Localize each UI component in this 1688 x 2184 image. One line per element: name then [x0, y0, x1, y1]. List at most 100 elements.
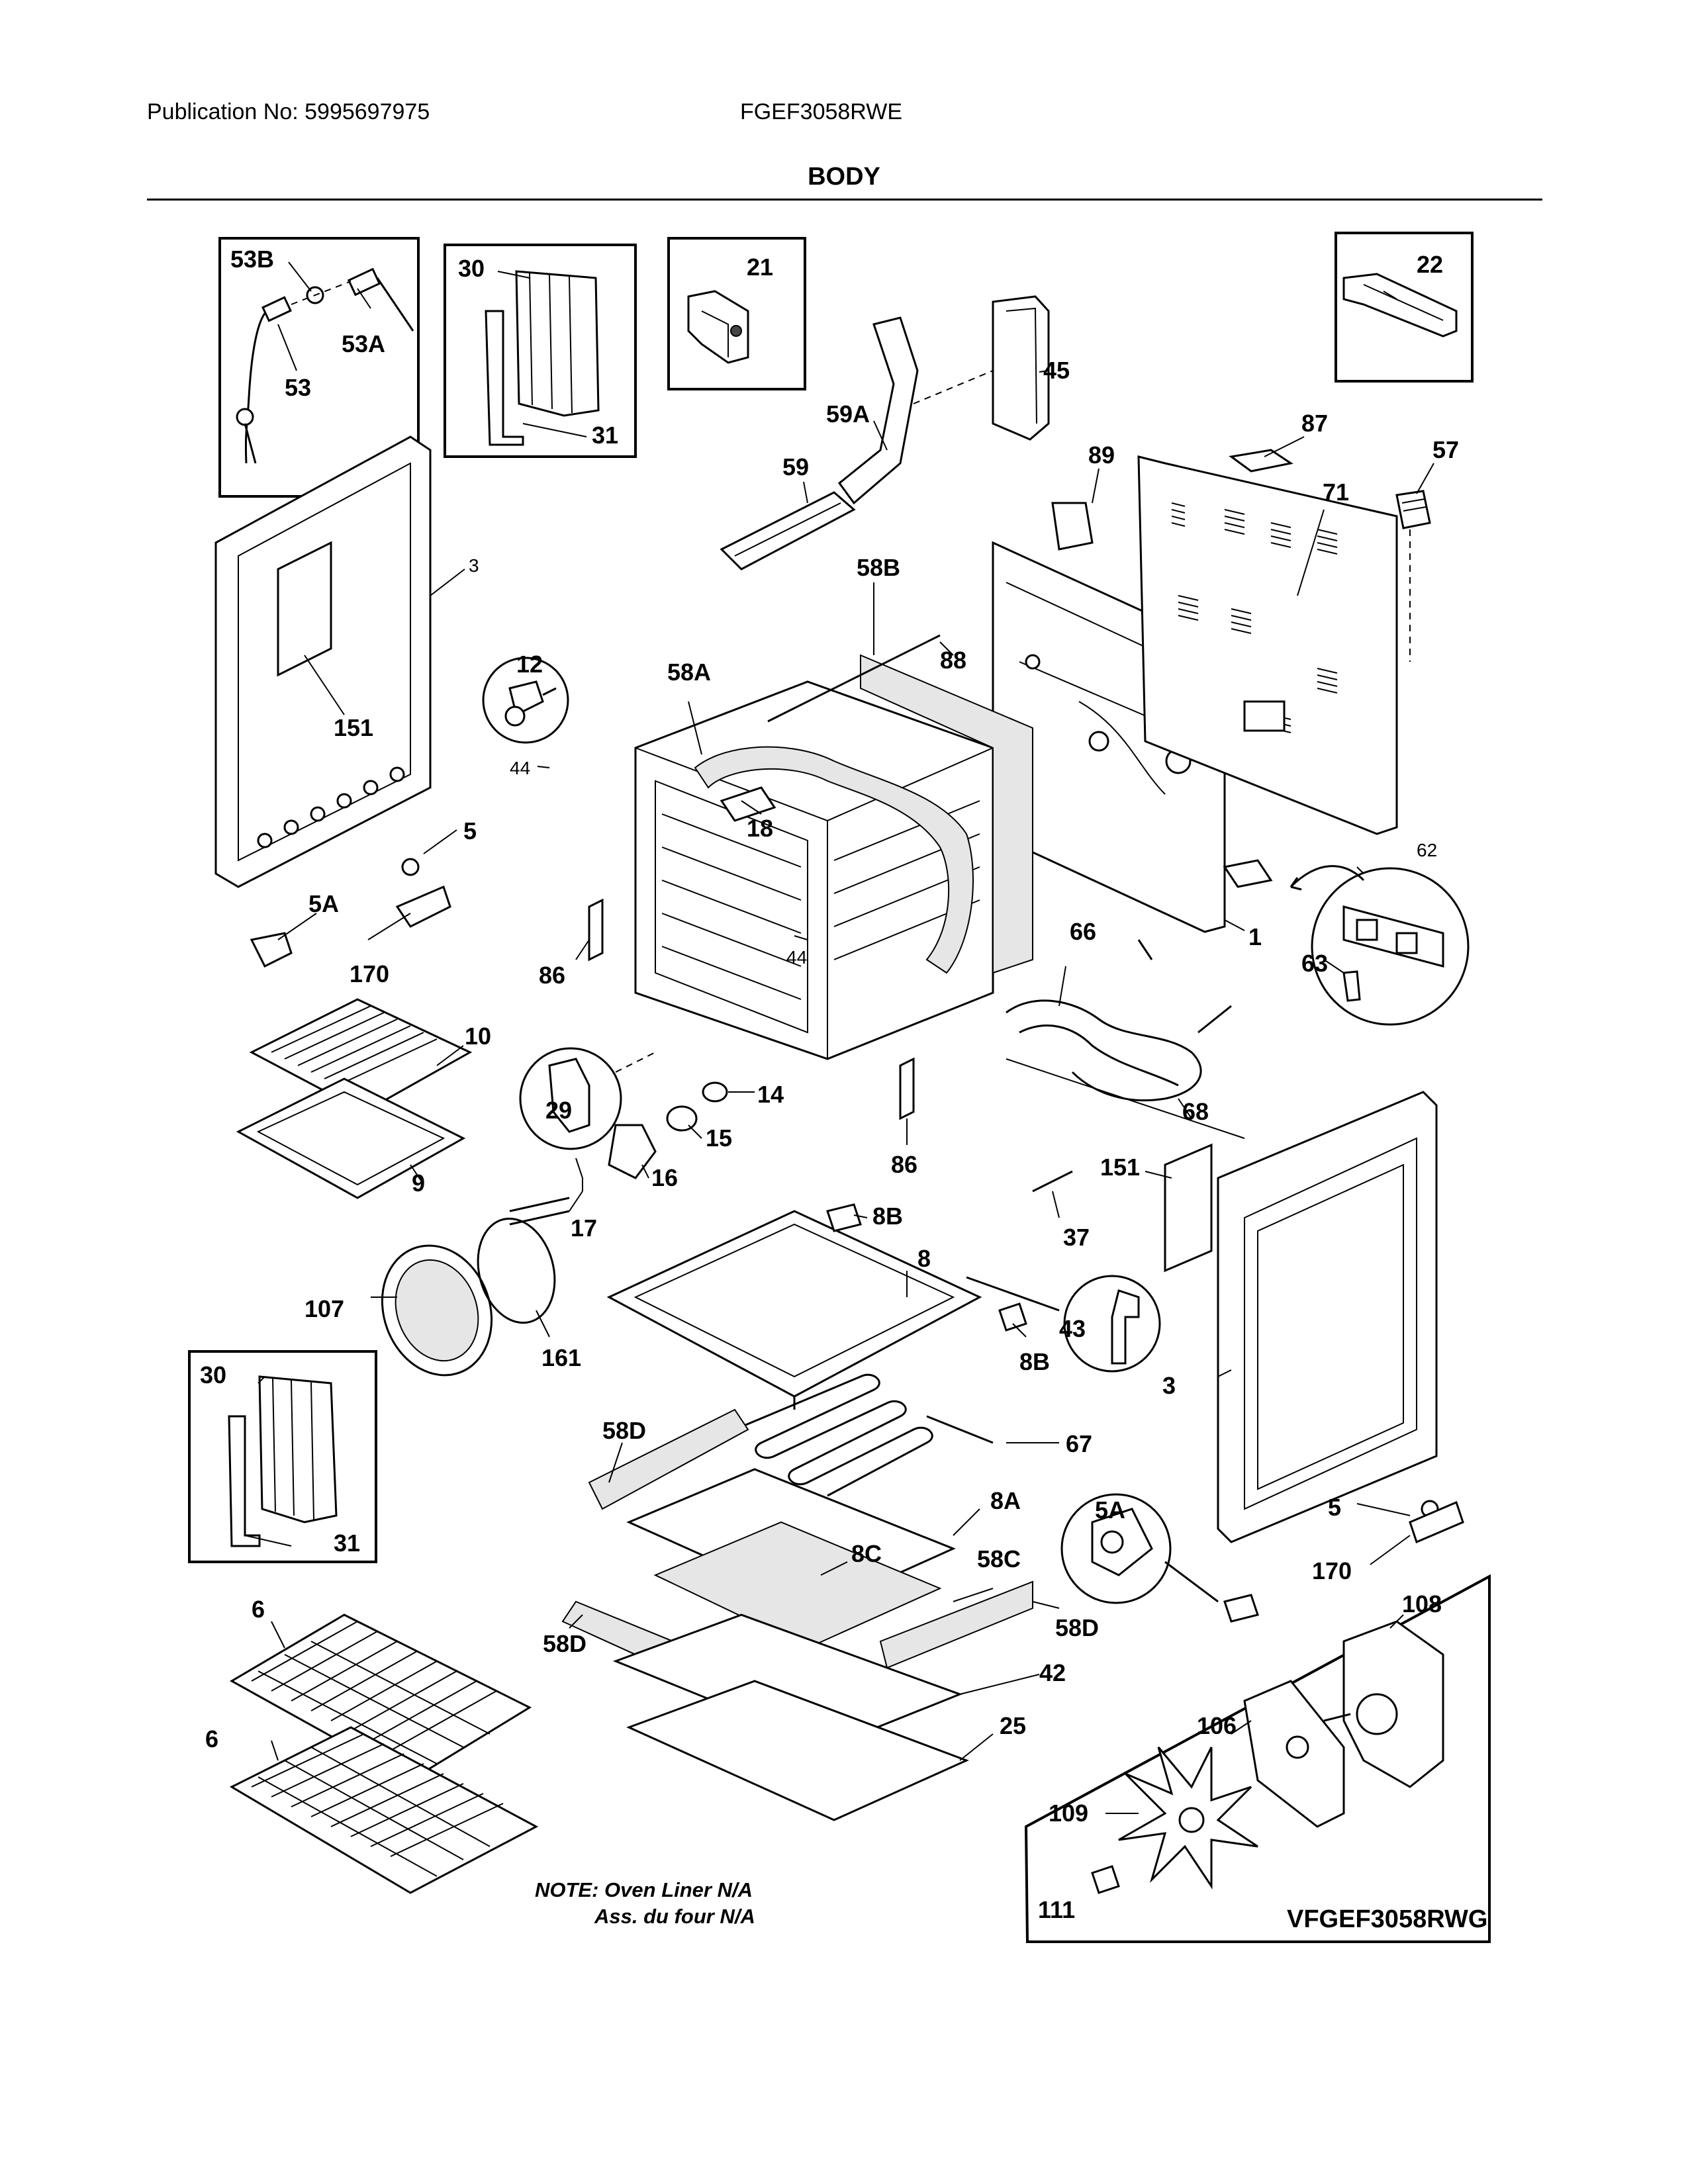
convection-element-part-161: [477, 1197, 570, 1324]
inset-box-part-22: [1335, 232, 1474, 383]
label-53A: 53A: [342, 330, 385, 357]
label-62: 62: [1417, 840, 1437, 860]
fan-blade-part-109: [1118, 1747, 1258, 1889]
label-31-bottom: 31: [334, 1529, 360, 1557]
label-30-bottom: 30: [200, 1361, 226, 1388]
label-170-right: 170: [1312, 1557, 1352, 1584]
part-8B-clip-bottom: [998, 1302, 1027, 1332]
part-18-bracket: [720, 786, 776, 822]
part-8B-clip-top: [826, 1203, 862, 1232]
label-29: 29: [545, 1097, 572, 1124]
label-22: 22: [1417, 251, 1443, 278]
label-8: 8: [917, 1245, 931, 1272]
label-53: 53: [285, 374, 311, 401]
label-58A: 58A: [667, 659, 711, 686]
door-part-3-left: [214, 435, 432, 888]
label-87: 87: [1301, 410, 1328, 437]
oven-rack-part-6-bottom: [229, 1726, 539, 1894]
label-59: 59: [782, 453, 809, 480]
label-53B: 53B: [230, 246, 274, 273]
oven-sensor-part: [236, 267, 414, 464]
insulation-wrap-58B: [694, 634, 1033, 974]
label-6-bottom: 6: [205, 1725, 218, 1752]
inset-box-hinge-top: [444, 244, 637, 458]
door-part-3-right: [1217, 1091, 1438, 1543]
label-44-right: 44: [786, 947, 807, 968]
inset-box-hinge-bottom: [188, 1350, 377, 1563]
label-58D-bottom: 58D: [543, 1630, 586, 1657]
note-line-2: Ass. du four N/A: [594, 1905, 755, 1928]
broil-pan-part-9: [236, 1077, 466, 1199]
label-111: 111: [1038, 1896, 1075, 1923]
label-31-top: 31: [592, 422, 618, 449]
label-21: 21: [747, 253, 773, 281]
part-29-switch: [519, 1047, 656, 1150]
label-108: 108: [1402, 1590, 1442, 1617]
part-labels: 53B 53A 53 30 31 21 45 22 59A 59 89 87 5…: [200, 246, 1459, 1923]
label-151-left: 151: [334, 714, 373, 741]
label-15: 15: [706, 1124, 732, 1152]
label-89: 89: [1088, 441, 1115, 469]
label-106: 106: [1197, 1712, 1237, 1739]
label-8A: 8A: [990, 1487, 1021, 1514]
rack-guides: [661, 800, 980, 1000]
label-59A: 59A: [826, 400, 870, 428]
label-12: 12: [516, 651, 543, 678]
label-5-right: 5: [1328, 1494, 1341, 1521]
label-1: 1: [1248, 923, 1262, 950]
part-5A-hinge-receiver-inset: [1060, 1493, 1219, 1604]
label-71: 71: [1323, 478, 1349, 506]
broil-element-part-66: [1006, 939, 1245, 1139]
fan-bracket-part-106: [1243, 1680, 1345, 1828]
part-12-lamp-socket: [482, 657, 569, 744]
part-25-panel: [626, 1680, 969, 1821]
inset-box-convection: [1024, 1574, 1491, 1943]
part-86-bracket-right: [899, 1057, 915, 1120]
part-151-panel-right: [1164, 1143, 1213, 1273]
insulation-58D-left: [588, 1408, 749, 1510]
label-45: 45: [1043, 357, 1070, 384]
door-vent-holes: [257, 766, 405, 848]
header-rule: [147, 199, 1542, 201]
label-58D-right: 58D: [1055, 1614, 1099, 1641]
note-line-1: NOTE: Oven Liner N/A: [535, 1878, 753, 1901]
label-25: 25: [1000, 1712, 1026, 1739]
label-16: 16: [651, 1164, 678, 1191]
hinge-assembly-top: [485, 270, 600, 446]
label-57: 57: [1432, 436, 1459, 463]
label-63: 63: [1301, 950, 1328, 977]
part-22-bracket: [1342, 273, 1458, 338]
small-brackets-87-57-89: [1051, 449, 1431, 662]
label-5A-left: 5A: [308, 890, 339, 917]
part-37-wire: [1032, 1170, 1073, 1193]
inset-box-part-21: [667, 237, 806, 390]
label-6-top: 6: [252, 1596, 265, 1623]
label-37: 37: [1063, 1224, 1090, 1251]
part-43-screw: [966, 1275, 1161, 1373]
label-42: 42: [1039, 1659, 1066, 1686]
hinge-receiver-left: [250, 858, 451, 968]
part-62-terminal-block: [1223, 859, 1470, 1026]
label-14: 14: [757, 1081, 784, 1108]
rear-panel-part-71: [1137, 455, 1398, 835]
fan-cover-part-107: [381, 1244, 493, 1377]
convection-motor-part-108: [1323, 1620, 1444, 1788]
hinge-receiver-right: [1223, 1500, 1464, 1623]
label-107: 107: [305, 1295, 344, 1322]
label-18: 18: [747, 815, 773, 842]
label-86-right: 86: [891, 1151, 917, 1178]
fan-nut-part-111: [1091, 1865, 1120, 1894]
hinge-assembly-bottom: [228, 1375, 338, 1547]
label-43: 43: [1059, 1315, 1086, 1342]
label-8B-bottom: 8B: [1019, 1348, 1050, 1375]
label-17: 17: [571, 1214, 597, 1242]
label-5A-right: 5A: [1095, 1496, 1125, 1524]
duct-insulation-59: [720, 316, 919, 570]
label-9: 9: [412, 1169, 425, 1197]
label-161: 161: [541, 1344, 581, 1371]
leader-lines: [244, 261, 1434, 1814]
label-68: 68: [1182, 1098, 1209, 1125]
publication-number: Publication No: 5995697975: [147, 99, 430, 124]
label-86-left: 86: [539, 962, 565, 989]
